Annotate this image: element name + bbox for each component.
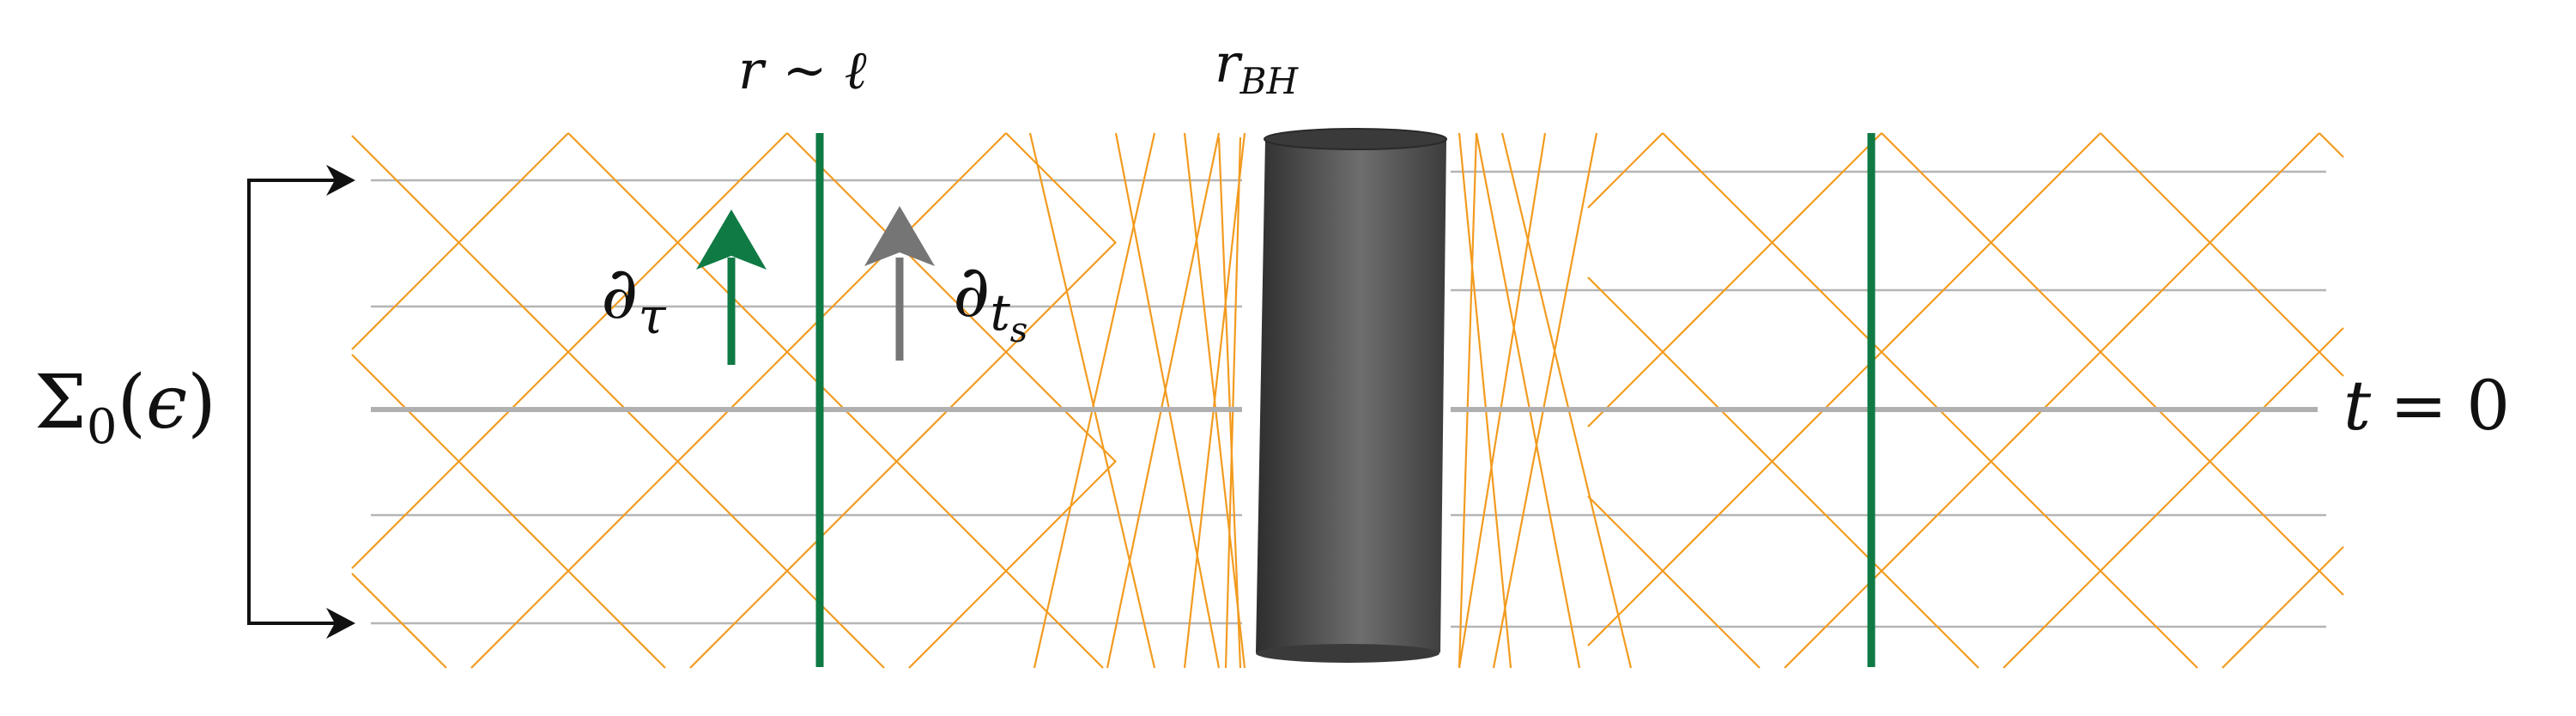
label-partial-tau: ∂τ	[601, 251, 666, 345]
light-ray	[1114, 132, 1221, 669]
light-ray	[1587, 132, 1882, 428]
light-ray	[1028, 132, 1156, 669]
light-ray	[351, 135, 885, 669]
tau-arrow-icon	[696, 209, 767, 365]
light-ray	[351, 354, 666, 669]
light-ray	[1005, 132, 1117, 244]
light-ray	[1662, 132, 2198, 669]
black-hole-cylinder	[1256, 128, 1447, 663]
label-partial-ts: ∂ts	[953, 249, 1027, 350]
light-ray	[1458, 132, 1512, 669]
light-ray	[1033, 132, 1156, 669]
label-r-bh: rBH	[1215, 32, 1300, 102]
light-ray	[1224, 137, 1242, 669]
label-sigma-0-eps: Σ0(ϵ)	[34, 360, 216, 455]
light-ray	[470, 132, 1007, 669]
light-ray	[1475, 132, 1581, 669]
light-ray	[1881, 132, 2344, 596]
label-t-equals-0: t=0	[2343, 366, 2510, 446]
light-ray	[1500, 132, 1633, 669]
light-ray	[351, 132, 788, 569]
light-ray	[567, 132, 1104, 669]
light-ray	[1106, 132, 1221, 669]
light-ray	[1492, 132, 1598, 669]
light-ray	[689, 241, 1117, 669]
light-ray	[1784, 132, 2320, 669]
light-ray	[351, 132, 569, 350]
light-ray	[2221, 546, 2344, 669]
light-ray	[2003, 327, 2344, 669]
light-ray	[1587, 495, 1761, 669]
light-ray	[1217, 137, 1242, 669]
light-ray	[351, 573, 447, 669]
light-ray	[2100, 132, 2344, 377]
label-r-sim-ell: r∼ℓ	[738, 39, 867, 101]
light-ray	[1587, 276, 1979, 669]
light-ray	[908, 460, 1117, 669]
light-ray	[1183, 132, 1246, 669]
ts-arrow-icon	[864, 206, 935, 361]
sigma-bracket	[247, 165, 355, 639]
light-ray	[1458, 132, 1478, 669]
light-ray	[786, 132, 1117, 463]
light-ray	[1458, 132, 1547, 669]
light-ray	[1587, 132, 2101, 646]
light-ray	[1587, 132, 1664, 209]
light-ray	[2318, 132, 2344, 158]
